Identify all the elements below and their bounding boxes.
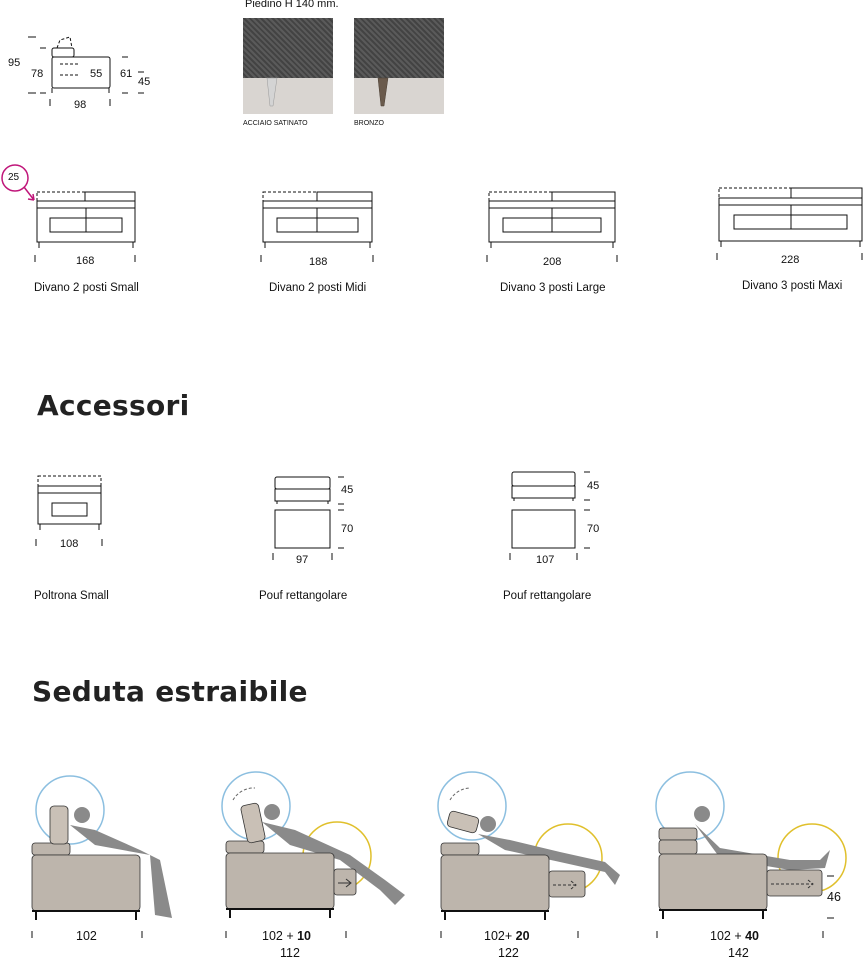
seduta3-dim: 102+ 20 — [484, 929, 530, 943]
foot-photo-steel — [243, 18, 333, 114]
pouf2-name: Pouf rettangolare — [503, 590, 592, 602]
feet-note: Piedino H 140 mm. — [245, 0, 339, 10]
pouf1-name: Pouf rettangolare — [259, 590, 348, 602]
badge-25: 25 — [8, 172, 20, 183]
side-dim-depth: 98 — [74, 99, 87, 111]
sofa-width-188: 188 — [309, 256, 328, 268]
pouf1-width: 97 — [296, 554, 309, 566]
pouf1-depth: 70 — [341, 523, 354, 535]
pouf2-height: 45 — [587, 480, 600, 492]
sofa-name-maxi: Divano 3 posti Maxi — [742, 280, 843, 292]
seduta3-total: 122 — [498, 946, 519, 960]
side-dim-seat-depth: 55 — [90, 68, 103, 80]
accessori-heading: Accessori — [37, 389, 190, 422]
foot-photo-bronze — [354, 18, 444, 114]
seduta4-dim: 102 + 40 — [710, 929, 760, 943]
side-dim-arm-height: 61 — [120, 68, 133, 80]
seduta4-total: 142 — [728, 946, 749, 960]
seduta1-dim: 102 — [76, 929, 97, 943]
seduta2-dim: 102 + 10 — [262, 929, 312, 943]
side-dim-seat-height: 45 — [138, 76, 151, 88]
sofa-width-208: 208 — [543, 256, 562, 268]
foot-label-steel: ACCIAIO SATINATO — [243, 120, 308, 127]
sofa-name-small: Divano 2 posti Small — [34, 282, 139, 294]
sofa-name-midi: Divano 2 posti Midi — [269, 282, 367, 294]
poltrona-width: 108 — [60, 538, 79, 550]
sofa-name-large: Divano 3 posti Large — [500, 282, 606, 294]
seduta4-extra: 46 — [827, 890, 841, 904]
pouf1-height: 45 — [341, 484, 354, 496]
foot-label-bronze: BRONZO — [354, 120, 384, 127]
sofa-width-168: 168 — [76, 255, 95, 267]
side-dim-back-height: 78 — [31, 68, 44, 80]
seduta2-total: 112 — [280, 946, 300, 960]
side-dim-total-height: 95 — [8, 57, 21, 69]
seduta-heading: Seduta estraibile — [32, 675, 308, 708]
poltrona-name: Poltrona Small — [34, 590, 109, 602]
sofa-width-228: 228 — [781, 254, 800, 266]
pouf2-depth: 70 — [587, 523, 600, 535]
pouf2-width: 107 — [536, 554, 555, 566]
